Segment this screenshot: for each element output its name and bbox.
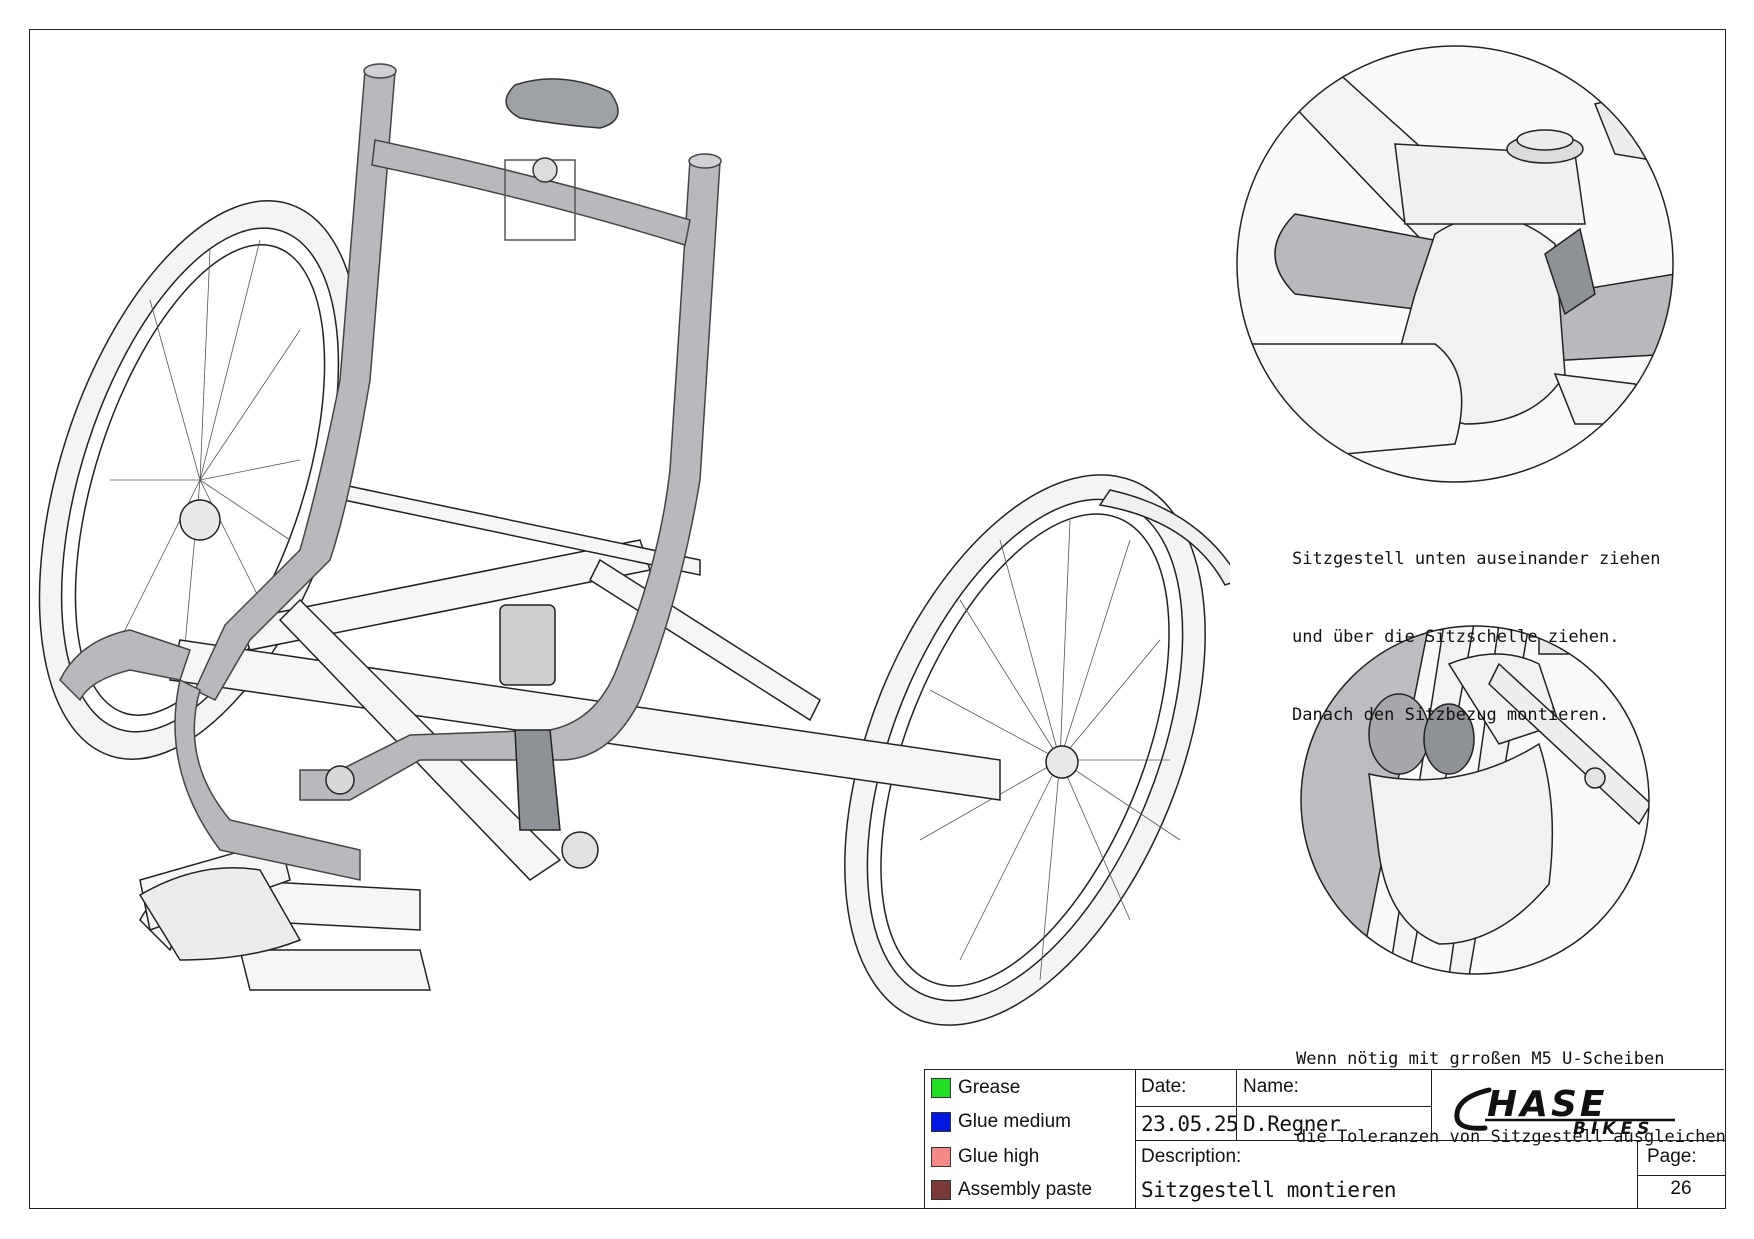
assembly-note-bottom: Wenn nötig mit grroßen M5 U-Scheiben die… bbox=[1296, 994, 1726, 1176]
date-value: 23.05.25 bbox=[1141, 1112, 1239, 1136]
divider bbox=[1637, 1175, 1725, 1176]
detail-view-washer bbox=[1300, 625, 1650, 975]
name-value: D.Regner bbox=[1243, 1112, 1341, 1136]
headrest-illustration bbox=[504, 78, 619, 241]
note-top-line-3: Danach den Sitzbezug montieren. bbox=[1292, 705, 1610, 725]
glue-medium-swatch bbox=[931, 1112, 951, 1132]
divider bbox=[1135, 1070, 1136, 1209]
legend-label: Glue medium bbox=[958, 1111, 1071, 1132]
date-label: Date: bbox=[1141, 1076, 1187, 1097]
note-top-line-2: und über die Sitzschelle ziehen. bbox=[1292, 627, 1620, 647]
divider bbox=[1431, 1070, 1432, 1140]
grease-swatch bbox=[931, 1078, 951, 1098]
page-label: Page: bbox=[1647, 1146, 1697, 1167]
glue-high-swatch bbox=[931, 1147, 951, 1167]
name-label: Name: bbox=[1243, 1076, 1299, 1097]
legend-item-assembly-paste: Assembly paste bbox=[931, 1176, 1092, 1204]
note-top-line-1: Sitzgestell unten auseinander ziehen bbox=[1292, 549, 1661, 569]
legend-label: Assembly paste bbox=[958, 1179, 1093, 1200]
description-label: Description: bbox=[1141, 1146, 1242, 1167]
note-bottom-line-2: die Toleranzen von Sitzgestell ausgleich… bbox=[1296, 1127, 1726, 1147]
legend-label: Glue high bbox=[958, 1146, 1040, 1167]
legend-label: Grease bbox=[958, 1077, 1021, 1098]
sheet-border bbox=[29, 29, 1726, 1209]
logo-subtext: BIKES bbox=[1573, 1119, 1654, 1136]
legend-item-grease: Grease bbox=[931, 1074, 1020, 1102]
legend-item-glue-medium: Glue medium bbox=[931, 1108, 1071, 1136]
seat-frame-illustration bbox=[59, 63, 722, 881]
legend-item-glue-high: Glue high bbox=[931, 1143, 1039, 1171]
divider bbox=[1135, 1140, 1725, 1141]
right-wheel-illustration bbox=[844, 474, 1230, 1026]
description-value: Sitzgestell montieren bbox=[1141, 1178, 1397, 1202]
assembly-note-top: Sitzgestell unten auseinander ziehen und… bbox=[1292, 494, 1660, 754]
page-number: 26 bbox=[1670, 1178, 1692, 1199]
note-bottom-line-1: Wenn nötig mit grroßen M5 U-Scheiben bbox=[1296, 1049, 1665, 1069]
logo-text: HASE bbox=[1487, 1084, 1608, 1125]
seat-clamp-illustration bbox=[138, 604, 599, 961]
divider bbox=[1236, 1070, 1237, 1140]
assembly-paste-swatch bbox=[931, 1180, 951, 1200]
divider bbox=[1637, 1140, 1638, 1209]
divider bbox=[1135, 1106, 1431, 1107]
detail-view-seat-clamp bbox=[1236, 45, 1674, 483]
main-assembly-drawing bbox=[38, 63, 1230, 1026]
title-block: Grease Glue medium Glue high Assembly pa… bbox=[924, 1069, 1725, 1209]
logo-mark-icon: HASE BIKES bbox=[1454, 1084, 1675, 1139]
hase-bikes-logo: HASE BIKES bbox=[1445, 1076, 1715, 1139]
